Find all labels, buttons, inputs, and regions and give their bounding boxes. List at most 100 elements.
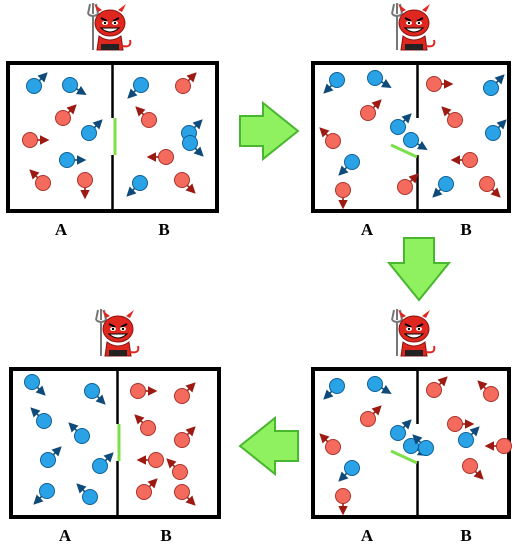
red-molecule [134, 414, 156, 436]
red-molecule [130, 383, 158, 399]
red-molecule [397, 173, 419, 195]
velocity-arrow [185, 495, 196, 506]
blue-molecule [367, 376, 392, 394]
molecule-ball [496, 438, 512, 454]
velocity-arrow [166, 458, 177, 469]
molecule-ball [367, 376, 383, 392]
velocity-arrow [147, 478, 158, 489]
blue-molecule [62, 77, 87, 95]
molecule-ball [148, 452, 164, 468]
velocity-arrow [473, 469, 484, 480]
blue-molecule [24, 374, 46, 396]
molecule-ball [172, 464, 188, 480]
velocity-arrow [76, 483, 87, 494]
trapdoor-open [390, 449, 418, 465]
molecule-ball [140, 420, 156, 436]
velocity-arrow [193, 146, 204, 157]
velocity-arrow [371, 405, 382, 416]
molecule-ball [458, 432, 474, 448]
blue-molecule [412, 434, 434, 456]
molecule-ball [390, 425, 406, 441]
blue-molecule [127, 77, 149, 99]
molecule-ball [136, 484, 152, 500]
red-molecule [55, 104, 77, 126]
velocity-arrow [33, 494, 44, 505]
blue-molecule [485, 119, 507, 141]
blue-molecule [81, 119, 103, 141]
velocity-arrow [51, 446, 62, 457]
molecule-ball [426, 382, 442, 398]
molecule-ball [483, 386, 499, 402]
velocity-arrow [477, 380, 488, 391]
molecule-ball [175, 78, 191, 94]
molecule-ball [62, 77, 78, 93]
molecule-ball [174, 388, 190, 404]
molecule-ball [158, 149, 174, 165]
velocity-arrow [432, 187, 443, 198]
demon-tail [425, 39, 436, 48]
blue-molecule [59, 152, 87, 168]
molecule-ball [426, 76, 442, 92]
molecule-ball [447, 416, 463, 432]
red-molecule [146, 149, 174, 165]
pitchfork [87, 3, 99, 17]
molecule-ball [24, 374, 40, 390]
molecule-ball [325, 439, 341, 455]
chamber-b-label: B [160, 526, 171, 545]
chamber-a-label: A [361, 526, 374, 545]
chamber-b-label: B [158, 220, 169, 239]
velocity-arrow [185, 382, 196, 393]
velocity-arrow [319, 127, 330, 138]
red-molecule [166, 458, 188, 480]
demon-icon [95, 309, 140, 357]
red-molecule [136, 478, 158, 500]
red-molecule [360, 405, 382, 427]
molecule-ball [81, 125, 97, 141]
velocity-arrow [185, 426, 196, 437]
velocity-arrow [134, 414, 145, 425]
trapdoor-open [390, 143, 418, 159]
red-molecule [175, 72, 197, 94]
red-molecule [335, 182, 351, 210]
velocity-arrow [371, 99, 382, 110]
red-molecule [174, 382, 196, 404]
flow-arrow-right [239, 100, 300, 162]
flow-arrow-down [386, 237, 452, 302]
velocity-arrow [401, 419, 412, 430]
velocity-arrow [380, 78, 392, 88]
molecule-ball [438, 176, 454, 192]
chamber-a-label: A [361, 220, 374, 239]
red-molecule [22, 132, 50, 148]
velocity-arrow [412, 434, 423, 445]
velocity-arrow [68, 422, 79, 433]
molecule-ball [479, 176, 495, 192]
red-molecule [477, 380, 499, 402]
molecule-ball [55, 110, 71, 126]
blue-molecule [26, 72, 48, 94]
red-molecule [174, 426, 196, 448]
pitchfork [391, 309, 403, 323]
molecule-ball [132, 175, 148, 191]
molecule-ball [174, 432, 190, 448]
blue-molecule [458, 426, 480, 448]
red-molecule [174, 484, 196, 506]
chamber-b-label: B [460, 526, 471, 545]
velocity-arrow [494, 74, 505, 85]
blue-molecule [76, 483, 98, 505]
chamber-a-label: A [55, 220, 68, 239]
molecule-ball [133, 77, 149, 93]
red-molecule [462, 458, 484, 480]
molecule-ball [367, 70, 383, 86]
panel-bottom-left: A B [9, 367, 221, 545]
blue-molecule [126, 175, 148, 197]
blue-molecule [338, 460, 360, 482]
red-molecule [450, 152, 478, 168]
red-molecule [426, 376, 448, 398]
velocity-arrow [437, 376, 448, 387]
blue-molecule [390, 113, 412, 135]
molecule-ball [418, 440, 434, 456]
molecule-ball [325, 133, 341, 149]
demon-tail [129, 345, 140, 354]
blue-molecule [367, 70, 392, 88]
pitchfork [391, 3, 403, 17]
